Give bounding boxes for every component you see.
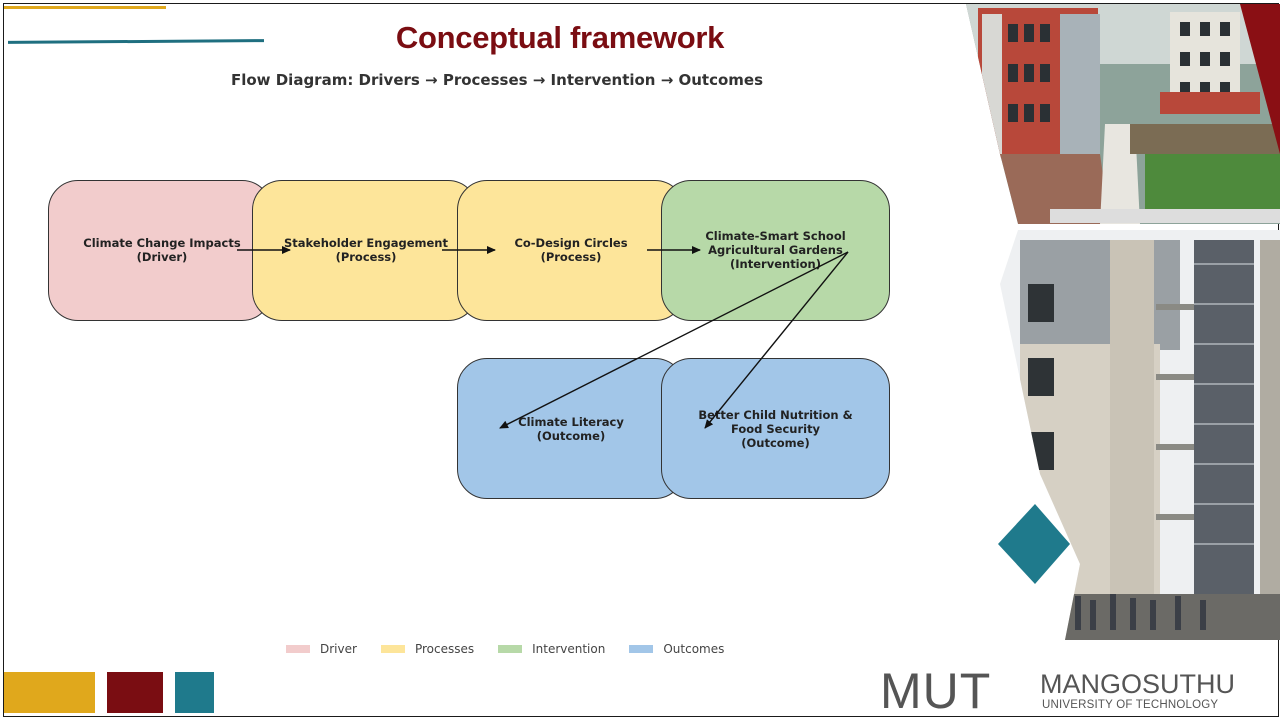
legend-label-intervention: Intervention [532, 642, 606, 656]
legend-item-driver: Driver [286, 642, 357, 656]
node-label-climate-literacy: Climate Literacy (Outcome) [518, 415, 624, 443]
diagram-subtitle: Flow Diagram: Drivers → Processes → Inte… [230, 71, 764, 89]
legend-swatch-outcomes [629, 645, 654, 653]
arrow-climate-smart-gardens-to-climate-literacy [499, 251, 849, 429]
legend-swatch-processes [380, 645, 405, 653]
legend-label-driver: Driver [320, 642, 357, 656]
node-climate-change-impacts [48, 180, 272, 321]
legend-label-processes: Processes [414, 642, 475, 656]
logo-name: MANGOSUTHU [1040, 669, 1235, 699]
flow-arrows [237, 246, 849, 429]
legend-swatch-intervention [498, 645, 523, 653]
node-label-climate-change-impacts: Climate Change Impacts (Driver) [83, 236, 241, 264]
node-climate-literacy [457, 358, 685, 499]
node-child-nutrition [661, 358, 890, 499]
top-accent-line-gold [4, 6, 166, 9]
legend-item-processes: Processes [380, 642, 475, 656]
node-label-climate-smart-gardens: Climate-Smart School Agricultural Garden… [705, 229, 846, 271]
logo-subtitle: UNIVERSITY OF TECHNOLOGY [1042, 699, 1219, 711]
bottom-block-maroon [107, 672, 163, 713]
bottom-block-teal [175, 672, 214, 713]
legend-label-outcomes: Outcomes [663, 642, 725, 656]
bottom-block-gold [4, 672, 95, 713]
campus-photo [966, 4, 1280, 640]
arrow-climate-smart-gardens-to-child-nutrition [704, 251, 849, 429]
slide-title: Conceptual framework [395, 20, 725, 55]
logo-mark: MUT [880, 663, 992, 719]
node-label-stakeholder-engagement: Stakeholder Engagement (Process) [284, 236, 448, 264]
node-label-child-nutrition: Better Child Nutrition & Food Security (… [698, 408, 853, 450]
legend-swatch-driver [286, 645, 310, 653]
node-label-co-design-circles: Co-Design Circles (Process) [514, 236, 628, 264]
flow-diagram: Climate Change Impacts (Driver) Stakehol… [48, 180, 890, 499]
mut-logo: MUT MANGOSUTHU UNIVERSITY OF TECHNOLOGY [880, 666, 1270, 716]
node-stakeholder-engagement [252, 180, 478, 321]
legend-item-outcomes: Outcomes [629, 642, 724, 656]
legend: Driver Processes Intervention Outcomes [286, 642, 748, 656]
legend-item-intervention: Intervention [498, 642, 605, 656]
